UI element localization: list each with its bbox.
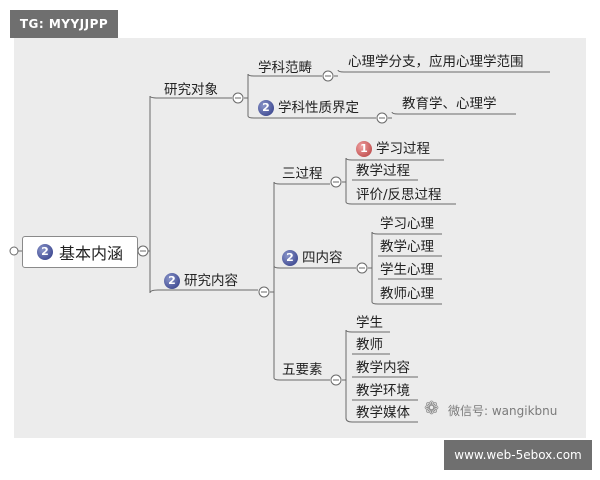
node-label: 评价/反思过程 [356, 187, 442, 203]
node-label: 学习心理 [380, 216, 434, 232]
node-label: 学科性质界定 [278, 100, 359, 116]
node-label: 教育学、心理学 [402, 96, 497, 112]
item-teaching-process[interactable]: 教学过程 [356, 163, 410, 179]
node-five-elements[interactable]: 五要素 [282, 362, 323, 378]
node-label: 教学环境 [356, 383, 410, 399]
watermark-top: TG: MYYJJPP [10, 10, 118, 38]
node-label: 学习过程 [376, 141, 430, 157]
item-teaching-environment[interactable]: 教学环境 [356, 383, 410, 399]
node-label: 五要素 [282, 362, 323, 378]
node-label: 四内容 [302, 250, 343, 266]
node-label: 教学媒体 [356, 405, 410, 421]
node-label: 教学内容 [356, 360, 410, 376]
item-learning-psychology[interactable]: 学习心理 [380, 216, 434, 232]
priority-badge: 2 [164, 273, 180, 289]
leaf-discipline-scope[interactable]: 心理学分支，应用心理学范围 [348, 54, 524, 70]
node-four-contents[interactable]: 2 四内容 [282, 250, 343, 266]
node-label: 研究内容 [184, 273, 238, 289]
item-teacher-psychology[interactable]: 教师心理 [380, 286, 434, 302]
priority-badge: 2 [36, 244, 53, 260]
node-discipline-nature[interactable]: 2 学科性质界定 [258, 100, 359, 116]
item-evaluation-process[interactable]: 评价/反思过程 [356, 187, 442, 203]
leaf-discipline-nature[interactable]: 教育学、心理学 [402, 96, 497, 112]
node-label: 研究对象 [164, 82, 218, 98]
item-teaching-media[interactable]: 教学媒体 [356, 405, 410, 421]
node-label: 心理学分支，应用心理学范围 [348, 54, 524, 70]
node-three-processes[interactable]: 三过程 [282, 166, 323, 182]
item-student[interactable]: 学生 [356, 315, 383, 331]
watermark-bottom: www.web-5ebox.com [444, 440, 592, 470]
root-node[interactable]: 2 基本内涵 [22, 236, 138, 268]
node-label: 学生心理 [380, 262, 434, 278]
wechat-watermark: 微信号: wangikbnu [448, 404, 558, 418]
wechat-icon: ❁ [424, 398, 440, 419]
node-research-content[interactable]: 2 研究内容 [164, 273, 238, 289]
node-label: 教师 [356, 337, 383, 353]
item-teaching-psychology[interactable]: 教学心理 [380, 239, 434, 255]
node-label: 教学过程 [356, 163, 410, 179]
node-label: 学生 [356, 315, 383, 331]
node-discipline-scope[interactable]: 学科范畴 [258, 60, 312, 76]
node-label: 三过程 [282, 166, 323, 182]
node-label: 教学心理 [380, 239, 434, 255]
item-learning-process[interactable]: 1 学习过程 [356, 141, 430, 157]
node-research-object[interactable]: 研究对象 [164, 82, 218, 98]
node-label: 学科范畴 [258, 60, 312, 76]
node-label: 教师心理 [380, 286, 434, 302]
priority-badge: 2 [282, 250, 298, 266]
priority-badge: 2 [258, 100, 274, 116]
item-teaching-content[interactable]: 教学内容 [356, 360, 410, 376]
priority-badge: 1 [356, 141, 372, 157]
item-student-psychology[interactable]: 学生心理 [380, 262, 434, 278]
collapse-toggle [9, 246, 19, 256]
item-teacher[interactable]: 教师 [356, 337, 383, 353]
root-label: 基本内涵 [58, 244, 123, 263]
